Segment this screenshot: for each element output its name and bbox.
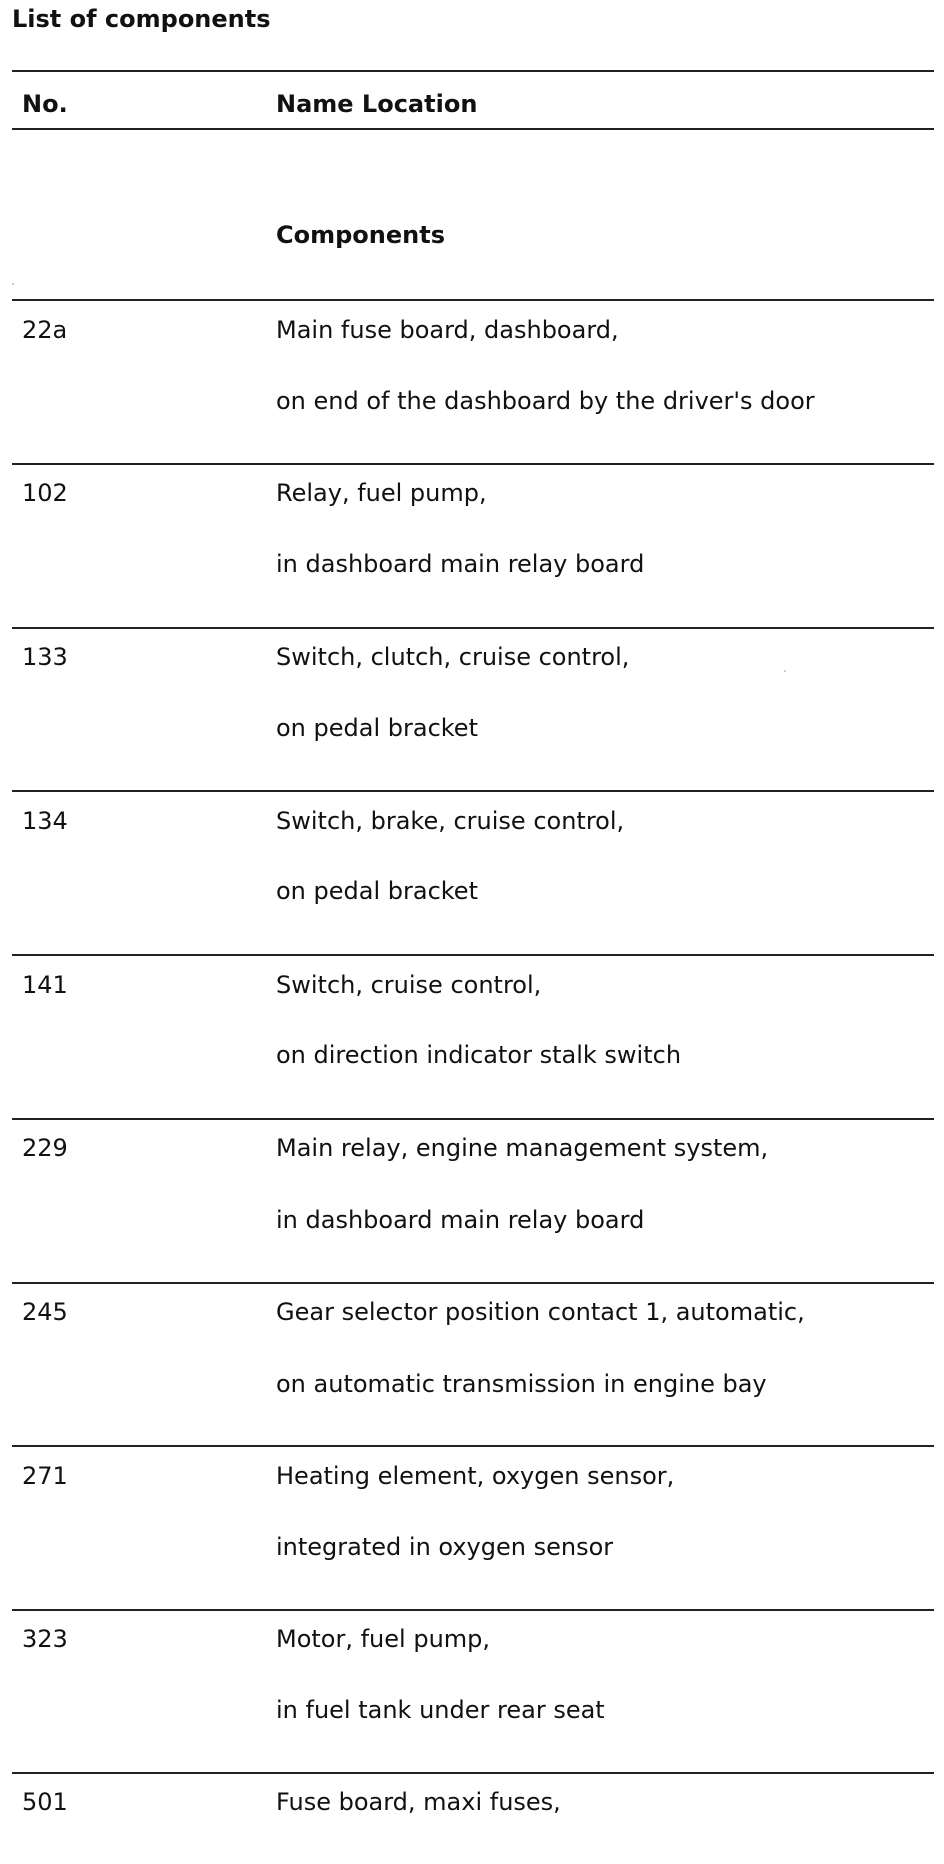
scan-mark xyxy=(12,283,14,285)
row-rule xyxy=(12,1609,934,1611)
component-name: Main fuse board, dashboard, xyxy=(276,316,619,344)
component-name: Switch, cruise control, xyxy=(276,971,542,999)
row-rule xyxy=(12,1118,934,1120)
component-location: on direction indicator stalk switch xyxy=(276,1041,682,1069)
row-rule xyxy=(12,299,934,301)
component-number: 271 xyxy=(22,1462,68,1490)
component-number: 133 xyxy=(22,643,68,671)
component-name: Switch, brake, cruise control, xyxy=(276,807,625,835)
header-name-location: Name Location xyxy=(276,90,478,118)
component-name: Main relay, engine management system, xyxy=(276,1134,769,1162)
component-number: 501 xyxy=(22,1788,68,1816)
component-number: 141 xyxy=(22,971,68,999)
row-rule xyxy=(12,790,934,792)
row-rule xyxy=(12,1772,934,1774)
component-number: 245 xyxy=(22,1298,68,1326)
row-rule xyxy=(12,463,934,465)
component-name: Relay, fuel pump, xyxy=(276,479,487,507)
component-location: in dashboard main relay board xyxy=(276,550,645,578)
component-name: Gear selector position contact 1, automa… xyxy=(276,1298,805,1326)
component-name: Fuse board, maxi fuses, xyxy=(276,1788,561,1816)
component-location: integrated in oxygen sensor xyxy=(276,1533,614,1561)
component-name: Heating element, oxygen sensor, xyxy=(276,1462,675,1490)
header-bottom-rule xyxy=(12,128,934,130)
component-number: 229 xyxy=(22,1134,68,1162)
component-location: on end of the dashboard by the driver's … xyxy=(276,387,815,415)
section-title: Components xyxy=(276,221,445,249)
component-location: in fuel tank under rear seat xyxy=(276,1696,605,1724)
component-name: Switch, clutch, cruise control, xyxy=(276,643,630,671)
header-top-rule xyxy=(12,70,934,72)
component-location: on automatic transmission in engine bay xyxy=(276,1370,767,1398)
component-number: 134 xyxy=(22,807,68,835)
scan-mark xyxy=(784,670,786,672)
component-location: on pedal bracket xyxy=(276,714,478,742)
row-rule xyxy=(12,1445,934,1447)
component-location: on pedal bracket xyxy=(276,877,478,905)
component-number: 102 xyxy=(22,479,68,507)
row-rule xyxy=(12,954,934,956)
component-number: 323 xyxy=(22,1625,68,1653)
row-rule xyxy=(12,627,934,629)
component-number: 22a xyxy=(22,316,68,344)
row-rule xyxy=(12,1282,934,1284)
component-name: Motor, fuel pump, xyxy=(276,1625,491,1653)
document-title: List of components xyxy=(12,5,271,33)
header-no: No. xyxy=(22,90,68,118)
component-location: in dashboard main relay board xyxy=(276,1206,645,1234)
